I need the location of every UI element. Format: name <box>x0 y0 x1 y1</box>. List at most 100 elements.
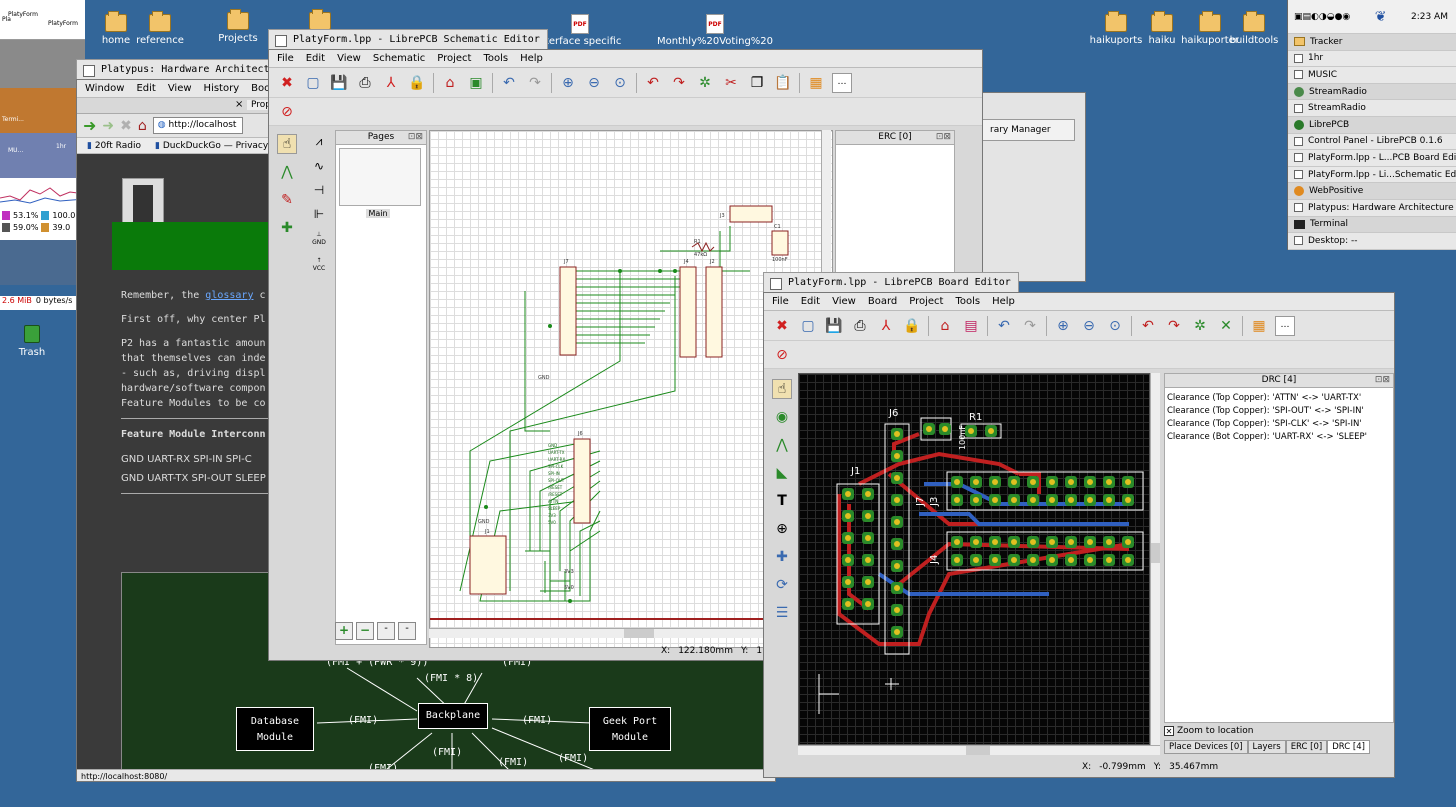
clock[interactable]: 2:23 AM <box>1410 11 1448 22</box>
gnd-icon[interactable]: ⊥GND <box>312 231 326 246</box>
browser-tab[interactable]: Prop <box>247 100 275 110</box>
menu-edit[interactable]: Edit <box>800 296 821 307</box>
new-icon[interactable]: ▢ <box>306 74 320 91</box>
paste-icon[interactable]: 📋 <box>774 74 792 91</box>
trash-icon[interactable]: Trash <box>0 325 72 358</box>
deskbar-window-board-editor[interactable]: PlatyForm.lpp - L...PCB Board Editor <box>1288 150 1456 167</box>
workspace-thumbnails[interactable]: Pla PlatyForm PlatyForm Termi... MU...1h… <box>0 0 86 310</box>
add-component-icon[interactable]: ✚ <box>281 220 293 236</box>
add-text-icon[interactable]: T <box>777 493 787 509</box>
save-icon[interactable]: 💾 <box>330 74 348 91</box>
deskbar-window-1hr[interactable]: 1hr <box>1288 51 1456 68</box>
zoom-in-icon[interactable]: ⊕ <box>562 74 574 91</box>
draw-trace-icon[interactable]: ⋀ <box>776 437 788 453</box>
abort-icon[interactable]: ⊘ <box>776 346 788 363</box>
drc-item[interactable]: Clearance (Top Copper): 'ATTN' <-> 'UART… <box>1167 393 1362 403</box>
more-icon[interactable]: … <box>832 72 852 93</box>
undo-icon[interactable]: ↶ <box>1142 317 1154 334</box>
deskbar-item-streamradio[interactable]: StreamRadio <box>1288 83 1456 101</box>
tab-layers[interactable]: Layers <box>1247 740 1286 754</box>
add-page-button[interactable]: + <box>335 622 353 640</box>
zoom-out-icon[interactable]: ⊖ <box>588 74 600 91</box>
deskbar-item-webpositive[interactable]: WebPositive <box>1288 183 1456 200</box>
desktop-icon-haikuporter[interactable]: haikuporter <box>1170 11 1250 46</box>
deskbar-window-schematic-editor[interactable]: PlatyForm.lpp - Li...Schematic Editor <box>1288 167 1456 184</box>
grid-icon[interactable]: ▦ <box>1252 317 1266 334</box>
grid-icon[interactable]: ▦ <box>809 74 823 91</box>
vcc-icon[interactable]: ↑VCC <box>312 257 326 272</box>
schematic-editor-icon[interactable]: ▤ <box>964 317 978 334</box>
add-netlabel-icon[interactable]: ✎ <box>281 192 293 208</box>
menu-view[interactable]: View <box>167 83 192 94</box>
save-icon[interactable]: 💾 <box>825 317 843 334</box>
desktop-icon-reference[interactable]: reference <box>120 11 200 46</box>
desktop-icon-haikuports[interactable]: haikuports <box>1076 11 1156 46</box>
add-hole-icon[interactable]: ⊕ <box>776 521 788 537</box>
bookmark-20ft-radio[interactable]: ▮ 20ft Radio <box>87 140 141 151</box>
menu-history[interactable]: History <box>203 83 240 94</box>
stop-icon[interactable]: ✖ <box>120 117 132 134</box>
export-pdf-icon[interactable]: ⅄ <box>881 317 891 334</box>
board-scrollbar-h[interactable] <box>798 745 1160 755</box>
menu-help[interactable]: Help <box>520 53 543 64</box>
home-icon[interactable]: ⌂ <box>137 117 147 134</box>
desktop-icon-haiku[interactable]: haiku <box>1122 11 1202 46</box>
desktop-icon-buildtools[interactable]: buildtools <box>1214 11 1294 46</box>
control-panel-icon[interactable]: ⌂ <box>445 74 455 91</box>
menu-project[interactable]: Project <box>909 296 944 307</box>
forward-icon[interactable]: ➜ <box>102 117 115 134</box>
tab-place-devices[interactable]: Place Devices [0] <box>1164 740 1248 754</box>
copy-icon[interactable]: ❐ <box>750 74 764 91</box>
zoom-fit-icon[interactable]: ⊙ <box>614 74 626 91</box>
capacitor-icon[interactable]: ⊣ <box>313 183 325 197</box>
deskbar-item-terminal[interactable]: Terminal <box>1288 216 1456 234</box>
undo-icon[interactable]: ↶ <box>647 74 659 91</box>
board-title-tab[interactable]: PlatyForm.lpp - LibrePCB Board Editor <box>763 272 1019 292</box>
tray-icons[interactable]: ▣▤◐◑◒●◉ <box>1294 11 1351 22</box>
move-page-down-button[interactable]: - <box>398 622 416 640</box>
undo-stack-icon[interactable]: ↶ <box>998 317 1010 334</box>
close-tab-icon[interactable]: × <box>235 99 244 110</box>
tab-erc[interactable]: ERC [0] <box>1285 740 1328 754</box>
close-project-icon[interactable]: ✖ <box>281 74 293 91</box>
add-via-icon[interactable]: ◉ <box>775 409 789 425</box>
zoom-to-location-checkbox[interactable]: ✕ <box>1164 726 1174 736</box>
deskbar-window-control-panel[interactable]: Control Panel - LibrePCB 0.1.6 <box>1288 134 1456 151</box>
drc-item[interactable]: Clearance (Bot Copper): 'UART-RX' <-> 'S… <box>1167 432 1367 442</box>
deskbar-window-desktop[interactable]: Desktop: -- <box>1288 233 1456 250</box>
lock-icon[interactable]: 🔒 <box>903 317 921 334</box>
glossary-link[interactable]: glossary <box>205 290 254 301</box>
inductor-icon[interactable]: ∿ <box>313 159 325 173</box>
mirror-icon[interactable]: ✲ <box>699 74 711 91</box>
tab-drc[interactable]: DRC [4] <box>1327 740 1370 754</box>
redo-stack-icon[interactable]: ↷ <box>529 74 541 91</box>
drc-item[interactable]: Clearance (Top Copper): 'SPI-CLK' <-> 'S… <box>1167 419 1362 429</box>
schematic-title-tab[interactable]: PlatyForm.lpp - LibrePCB Schematic Edito… <box>268 29 548 49</box>
url-field[interactable]: ◍ http://localhost <box>152 117 243 134</box>
flip-icon[interactable]: ✕ <box>1220 317 1232 334</box>
zoom-fit-icon[interactable]: ⊙ <box>1109 317 1121 334</box>
control-panel-icon[interactable]: ⌂ <box>940 317 950 334</box>
redo-icon[interactable]: ↷ <box>673 74 685 91</box>
close-project-icon[interactable]: ✖ <box>776 317 788 334</box>
menu-schematic[interactable]: Schematic <box>372 53 426 64</box>
capacitor-polar-icon[interactable]: ⊩ <box>313 207 325 221</box>
menu-edit[interactable]: Edit <box>305 53 326 64</box>
page-thumbnail[interactable] <box>339 148 421 206</box>
drc-item[interactable]: Clearance (Top Copper): 'SPI-OUT' <-> 'S… <box>1167 406 1364 416</box>
desktop-icon-folder[interactable] <box>280 9 360 33</box>
desktop-icon-projects[interactable]: Projects <box>198 9 278 44</box>
menu-tools[interactable]: Tools <box>483 53 509 64</box>
print-icon[interactable]: ⎙ <box>854 317 866 334</box>
zoom-out-icon[interactable]: ⊖ <box>1083 317 1095 334</box>
menu-window[interactable]: Window <box>85 83 125 94</box>
menu-view[interactable]: View <box>832 296 856 307</box>
lock-icon[interactable]: 🔒 <box>408 74 426 91</box>
draw-wire-icon[interactable]: ⋀ <box>281 164 293 180</box>
schematic-scrollbar-h[interactable] <box>429 628 833 638</box>
cut-icon[interactable]: ✂ <box>725 74 737 91</box>
leaf-logo-icon[interactable]: ❦ <box>1374 8 1387 25</box>
board-canvas[interactable]: J1 J6 R1 J3 J4 J7 100nF <box>798 373 1150 745</box>
